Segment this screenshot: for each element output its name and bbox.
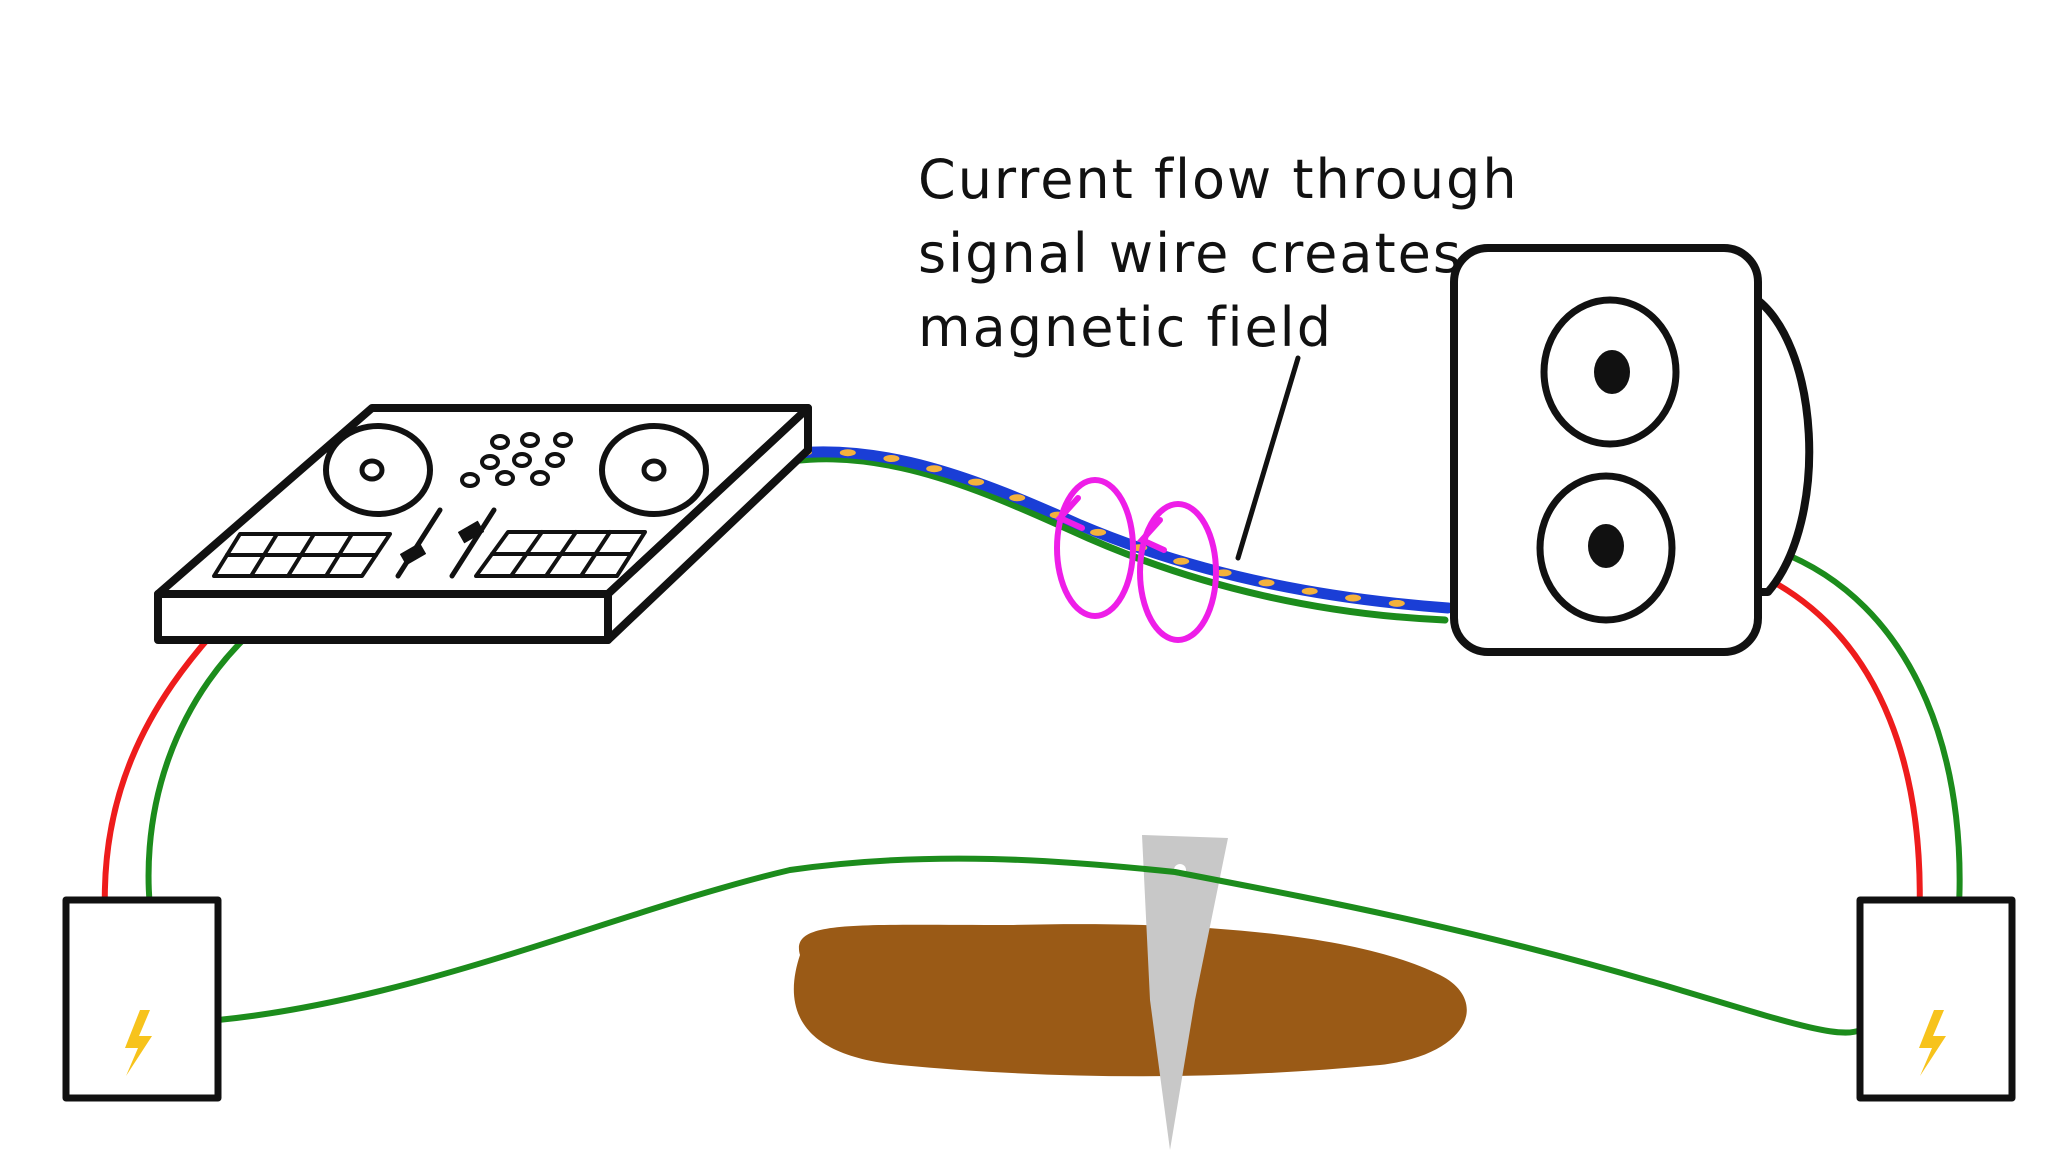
speaker-woofer-center <box>1588 524 1624 568</box>
left-green-power-cord <box>145 617 268 948</box>
signal-cable-green <box>751 455 1449 624</box>
right-fader-track <box>449 507 497 579</box>
ground-wire <box>215 855 1863 1036</box>
current-dot <box>1388 599 1405 607</box>
current-dot <box>1009 494 1026 502</box>
left-power-outlet <box>62 896 222 1102</box>
current-dot <box>1301 587 1318 595</box>
dj-controller <box>154 404 812 644</box>
right-jog-center <box>641 458 667 482</box>
current-dot <box>926 465 943 473</box>
left-red-power-cord <box>101 617 228 953</box>
magnetic-field-loops <box>1054 477 1219 643</box>
annotation-pointer <box>1235 355 1301 561</box>
left-pad-grid <box>212 532 392 578</box>
right-fader-knob <box>457 520 485 544</box>
current-dot <box>1258 579 1275 587</box>
speaker-side <box>1748 292 1814 596</box>
annotation-text: Current flow through signal wire creates… <box>918 148 1538 359</box>
right-green-power-cord <box>1767 545 1963 948</box>
current-dot <box>1345 594 1362 602</box>
right-red-power-cord <box>1767 577 1923 948</box>
knob-grid <box>460 432 573 488</box>
ground-rod <box>1142 835 1228 1150</box>
field-loop <box>1137 501 1219 643</box>
left-jog-center <box>359 458 385 482</box>
right-power-outlet <box>1856 896 2016 1102</box>
current-dot <box>968 478 985 486</box>
current-dot <box>883 455 900 462</box>
field-arrow-icon <box>1137 517 1167 553</box>
speaker-tweeter-cone <box>1540 296 1680 448</box>
current-dot <box>1090 528 1107 536</box>
left-fader-track <box>395 507 443 579</box>
annotation-line: magnetic field <box>918 296 1333 359</box>
left-jog-wheel <box>323 423 433 517</box>
annotation-line: Current flow through <box>918 148 1519 211</box>
annotation-line: signal wire creates <box>918 222 1463 285</box>
current-dot <box>839 449 856 457</box>
signal-wire <box>774 446 1454 614</box>
speaker-front <box>1450 244 1762 656</box>
bolt-icon <box>125 1010 152 1076</box>
field-arrow-icon <box>1055 495 1085 531</box>
right-pad-grid <box>474 530 647 578</box>
current-dot <box>1215 569 1232 577</box>
soil-patch <box>793 924 1467 1077</box>
bolt-icon <box>1919 1010 1946 1076</box>
speaker-cabinet <box>1450 244 1814 656</box>
current-dot <box>1173 557 1190 565</box>
right-jog-wheel <box>599 423 709 517</box>
field-loop <box>1054 477 1136 619</box>
speaker-tweeter-center <box>1594 350 1630 394</box>
left-fader-knob <box>399 542 427 566</box>
speaker-woofer-cone <box>1536 472 1676 624</box>
